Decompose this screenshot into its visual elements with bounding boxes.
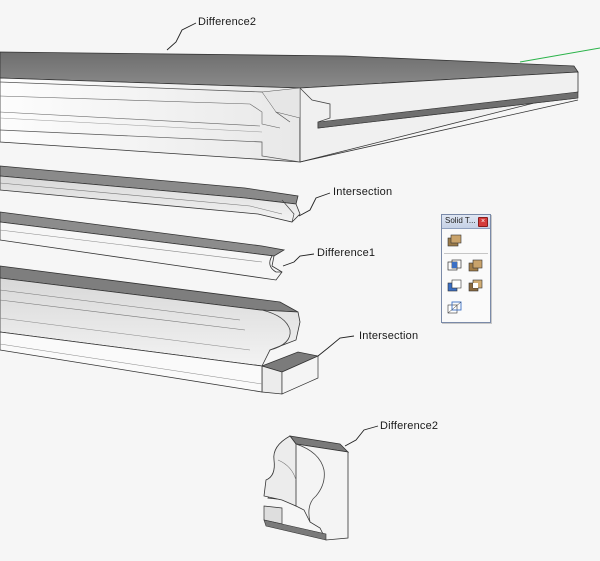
callout-difference2-top: Difference2 <box>198 16 257 28</box>
split-icon[interactable] <box>446 299 463 316</box>
intersection-strip-1 <box>0 165 301 223</box>
palette-title: Solid T... <box>445 216 476 225</box>
callout-intersection-2: Intersection <box>359 330 419 342</box>
intersect-icon[interactable] <box>446 257 463 274</box>
green-axis-line <box>519 47 600 63</box>
top-slab-solid <box>0 51 579 163</box>
callout-difference2-bottom: Difference2 <box>380 420 439 432</box>
solid-tools-palette[interactable]: Solid T... × <box>441 214 491 323</box>
intersection-large-molding <box>0 265 320 395</box>
difference1-strip <box>0 211 286 281</box>
leader-lines <box>166 22 379 447</box>
difference2-block <box>263 435 350 541</box>
callout-difference1: Difference1 <box>317 247 376 259</box>
close-icon[interactable]: × <box>478 217 488 227</box>
palette-titlebar[interactable]: Solid T... × <box>442 215 490 229</box>
subtract-icon[interactable] <box>446 277 463 294</box>
union-icon[interactable] <box>467 257 484 274</box>
outer-shell-icon[interactable] <box>446 232 463 249</box>
trim-icon[interactable] <box>467 277 484 294</box>
callout-intersection-1: Intersection <box>333 186 393 198</box>
palette-divider <box>444 253 488 254</box>
